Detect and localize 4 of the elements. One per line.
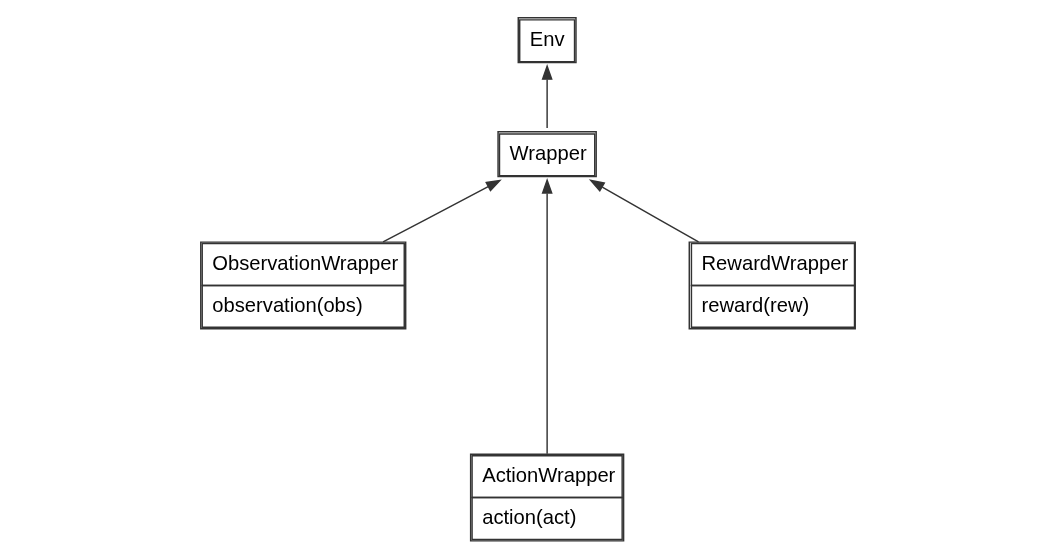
- arrow: [541, 63, 553, 129]
- arrow: [382, 179, 502, 243]
- arrow: [588, 179, 700, 243]
- arrow: [541, 177, 553, 455]
